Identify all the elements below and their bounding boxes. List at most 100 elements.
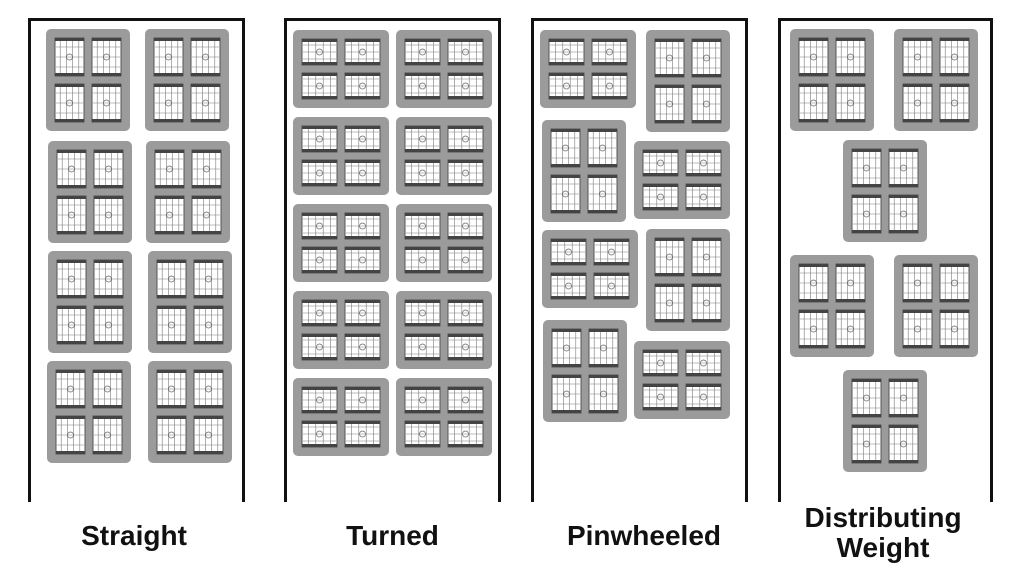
crate-icon — [91, 83, 122, 123]
crate-icon — [447, 246, 484, 274]
crate-icon — [447, 212, 484, 240]
crate-icon — [93, 149, 124, 189]
crate-icon — [447, 386, 484, 414]
crate-icon — [344, 299, 381, 327]
crate-icon — [54, 83, 85, 123]
crate-icon — [902, 309, 933, 349]
crate-icon — [190, 37, 221, 77]
crate-icon — [153, 83, 184, 123]
crate-icon — [447, 333, 484, 361]
crate-icon — [447, 125, 484, 153]
crate-icon — [447, 420, 484, 448]
label-turned: Turned — [346, 520, 439, 551]
crate-icon — [54, 37, 85, 77]
pallet-straight — [146, 141, 230, 243]
pallet-turned — [293, 117, 389, 195]
crate-icon — [344, 333, 381, 361]
crate-icon — [939, 309, 970, 349]
pallet-pinwheeled — [646, 30, 730, 132]
crate-icon — [902, 263, 933, 303]
crate-icon — [344, 159, 381, 187]
crate-icon — [798, 83, 829, 123]
crate-icon — [685, 383, 722, 411]
crate-icon — [153, 37, 184, 77]
crate-icon — [654, 237, 685, 277]
crate-icon — [835, 263, 866, 303]
crate-icon — [447, 72, 484, 100]
crate-icon — [404, 299, 441, 327]
crate-icon — [939, 263, 970, 303]
crate-icon — [301, 38, 338, 66]
crate-icon — [404, 212, 441, 240]
crate-icon — [93, 305, 124, 345]
crate-icon — [156, 259, 187, 299]
crate-icon — [550, 128, 581, 168]
crate-icon — [888, 194, 919, 234]
pallet-pinwheeled — [542, 230, 638, 308]
crate-icon — [642, 349, 679, 377]
crate-icon — [902, 83, 933, 123]
pallet-straight — [145, 29, 229, 131]
crate-icon — [404, 420, 441, 448]
crate-icon — [587, 128, 618, 168]
pallet-pinwheeled — [542, 120, 626, 222]
pallet-turned — [293, 378, 389, 456]
crate-icon — [156, 369, 187, 409]
crate-icon — [301, 246, 338, 274]
crate-icon — [404, 159, 441, 187]
crate-icon — [593, 272, 630, 300]
crate-icon — [593, 238, 630, 266]
crate-icon — [939, 83, 970, 123]
pallet-turned — [396, 378, 492, 456]
crate-icon — [56, 305, 87, 345]
crate-icon — [642, 383, 679, 411]
label-pinwheeled: Pinwheeled — [566, 520, 722, 551]
crate-icon — [404, 72, 441, 100]
pallet-turned — [293, 291, 389, 369]
crate-icon — [902, 37, 933, 77]
pallet-distributing-weight — [790, 255, 874, 357]
crate-icon — [685, 183, 722, 211]
crate-icon — [654, 283, 685, 323]
crate-icon — [56, 195, 87, 235]
crate-icon — [851, 194, 882, 234]
pallet-distributing-weight — [790, 29, 874, 131]
crate-icon — [835, 37, 866, 77]
pallet-pinwheeled — [634, 341, 730, 419]
crate-icon — [301, 212, 338, 240]
pallet-turned — [396, 204, 492, 282]
crate-icon — [691, 84, 722, 124]
pallet-turned — [396, 117, 492, 195]
crate-icon — [344, 246, 381, 274]
crate-icon — [835, 309, 866, 349]
crate-icon — [92, 369, 123, 409]
crate-icon — [551, 374, 582, 414]
crate-icon — [447, 159, 484, 187]
crate-icon — [939, 37, 970, 77]
crate-icon — [156, 415, 187, 455]
pallet-pinwheeled — [634, 141, 730, 219]
crate-icon — [798, 263, 829, 303]
crate-icon — [685, 149, 722, 177]
crate-icon — [691, 237, 722, 277]
crate-icon — [404, 246, 441, 274]
crate-icon — [344, 125, 381, 153]
crate-icon — [344, 212, 381, 240]
crate-icon — [851, 424, 882, 464]
crate-icon — [550, 238, 587, 266]
crate-icon — [550, 174, 581, 214]
crate-icon — [193, 305, 224, 345]
crate-icon — [888, 424, 919, 464]
pallet-pinwheeled — [543, 320, 627, 422]
crate-icon — [55, 369, 86, 409]
crate-icon — [548, 72, 585, 100]
crate-icon — [404, 38, 441, 66]
pallet-straight — [46, 29, 130, 131]
pallet-distributing-weight — [843, 370, 927, 472]
crate-icon — [835, 83, 866, 123]
label-distributing-weight: Distributing Weight — [804, 502, 962, 563]
crate-icon — [447, 299, 484, 327]
crate-icon — [404, 125, 441, 153]
crate-icon — [642, 149, 679, 177]
crate-icon — [642, 183, 679, 211]
